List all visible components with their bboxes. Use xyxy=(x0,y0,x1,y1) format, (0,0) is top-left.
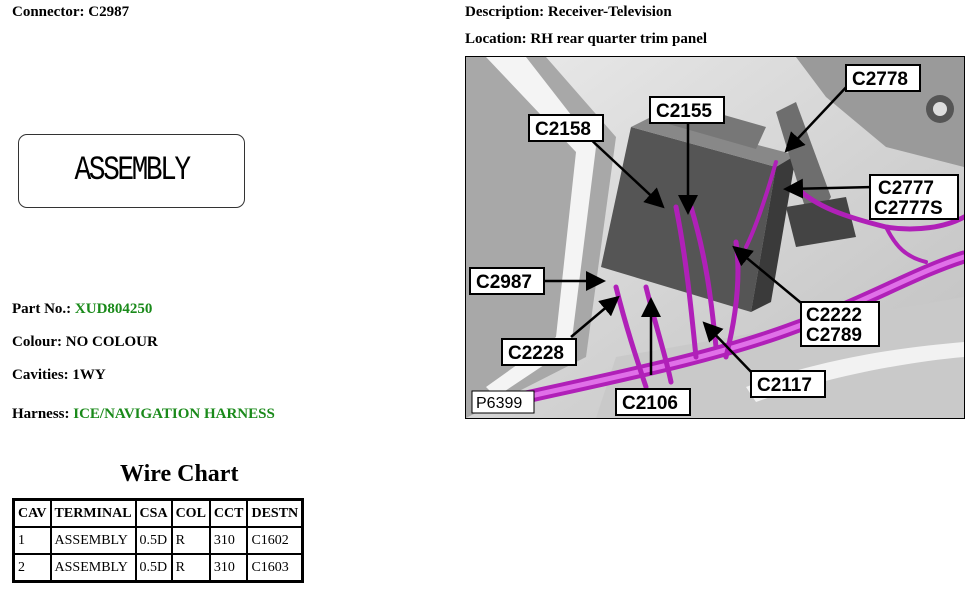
wire-chart-header-row: CAV TERMINAL CSA COL CCT DESTN xyxy=(12,498,304,528)
header-col: COL xyxy=(170,498,211,528)
callout-c2158: C2158 xyxy=(535,119,591,140)
part-no-link[interactable]: XUD804250 xyxy=(74,301,153,317)
cell-destn: C1602 xyxy=(246,526,304,555)
wire-chart-title: Wire Chart xyxy=(120,461,239,487)
secondary-bracket xyxy=(786,197,856,247)
cell-csa: 0.5D xyxy=(134,526,173,555)
header-terminal: TERMINAL xyxy=(49,498,137,528)
description-line: Description: Receiver-Television xyxy=(465,4,672,21)
connector-line: Connector: C2987 xyxy=(12,4,129,21)
receiver-module-top xyxy=(631,117,796,167)
colour-value: NO COLOUR xyxy=(65,334,158,350)
colour-line: Colour: NO COLOUR xyxy=(12,334,158,351)
location-line: Location: RH rear quarter trim panel xyxy=(465,31,707,48)
header-cct: CCT xyxy=(208,498,249,528)
part-no-label: Part No.: xyxy=(12,301,72,317)
location-label: Location: xyxy=(465,31,527,47)
callout-c2106: C2106 xyxy=(622,393,678,414)
illustration-ref: P6399 xyxy=(476,395,522,412)
assembly-badge: ASSEMBLY xyxy=(18,134,245,208)
callout-c2778: C2778 xyxy=(852,69,908,90)
callout-labels: C2778 C2155 C2158 C2777 C2777S C2987 C22… xyxy=(469,64,959,416)
callout-c2777s: C2777S xyxy=(874,198,943,219)
location-illustration: C2778 C2155 C2158 C2777 C2777S C2987 C22… xyxy=(465,56,965,419)
upper-right-panel xyxy=(796,57,964,167)
description-label: Description: xyxy=(465,4,545,20)
part-no-line: Part No.: XUD804250 xyxy=(12,301,152,318)
colour-label: Colour: xyxy=(12,334,62,350)
cavities-label: Cavities: xyxy=(12,367,69,383)
connector-value: C2987 xyxy=(88,4,130,20)
cell-destn: C1603 xyxy=(246,553,304,583)
cell-terminal: ASSEMBLY xyxy=(49,526,137,555)
callout-c2228: C2228 xyxy=(508,343,564,364)
cell-csa: 0.5D xyxy=(134,553,173,583)
wire-chart-table: CAV TERMINAL CSA COL CCT DESTN 1 ASSEMBL… xyxy=(12,498,305,583)
callout-c2222: C2222 xyxy=(806,305,862,326)
cavities-value: 1WY xyxy=(72,367,106,383)
callout-c2117: C2117 xyxy=(757,375,812,396)
assembly-badge-text: ASSEMBLY xyxy=(74,152,191,190)
header-cav: CAV xyxy=(12,498,52,528)
harness-label: Harness: xyxy=(12,406,70,422)
cell-cav: 2 xyxy=(12,553,52,583)
callout-leaders xyxy=(541,81,875,378)
header-destn: DESTN xyxy=(246,498,304,528)
table-row: 1 ASSEMBLY 0.5D R 310 C1602 xyxy=(12,526,304,555)
callout-c2987: C2987 xyxy=(476,272,532,293)
cell-cct: 310 xyxy=(208,553,249,583)
harness-line: Harness: ICE/NAVIGATION HARNESS xyxy=(12,406,275,423)
cell-col: R xyxy=(170,526,211,555)
callout-c2777: C2777 xyxy=(878,178,934,199)
cell-cav: 1 xyxy=(12,526,52,555)
cell-cct: 310 xyxy=(208,526,249,555)
harness-link[interactable]: ICE/NAVIGATION HARNESS xyxy=(73,406,275,422)
mounting-hole-inner xyxy=(933,102,947,116)
connector-label: Connector: xyxy=(12,4,85,20)
location-value: RH rear quarter trim panel xyxy=(530,31,708,47)
cell-col: R xyxy=(170,553,211,583)
description-value: Receiver-Television xyxy=(547,4,672,20)
cavities-line: Cavities: 1WY xyxy=(12,367,106,384)
table-row: 2 ASSEMBLY 0.5D R 310 C1603 xyxy=(12,553,304,583)
header-csa: CSA xyxy=(134,498,173,528)
callout-c2155: C2155 xyxy=(656,101,712,122)
cell-terminal: ASSEMBLY xyxy=(49,553,137,583)
callout-c2789: C2789 xyxy=(806,325,862,346)
